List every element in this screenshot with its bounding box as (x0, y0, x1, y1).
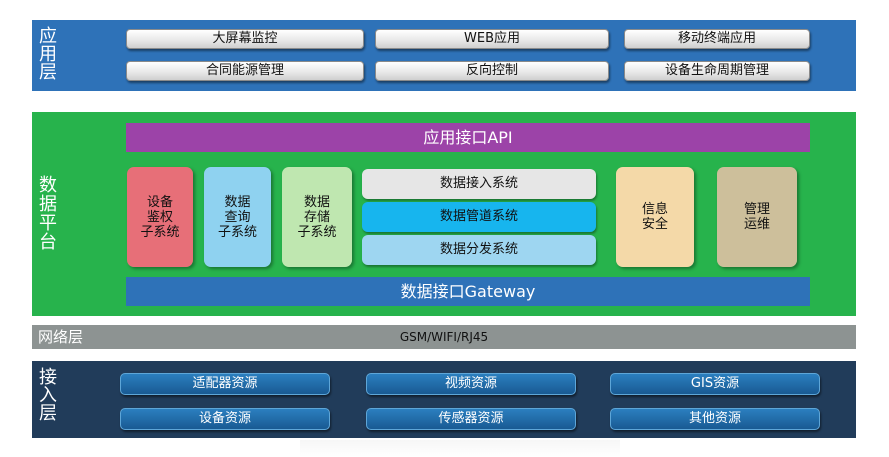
data-query-subsystem: 数据 查询 子系统 (204, 167, 271, 267)
access-item-adapter-resources: 适配器资源 (120, 373, 330, 395)
data-ingest-system: 数据接入系统 (362, 169, 596, 199)
access-item-video-resources: 视频资源 (366, 373, 576, 395)
access-item-gis-resources: GIS资源 (610, 373, 820, 395)
application-layer-label: 应 用 层 (39, 26, 57, 83)
network-protocols: GSM/WIFI/RJ45 (399, 330, 489, 344)
data-distribution-system: 数据分发系统 (362, 235, 596, 265)
app-item-device-lifecycle: 设备生命周期管理 (624, 61, 810, 81)
app-item-reverse-control: 反向控制 (375, 61, 609, 81)
access-item-device-resources: 设备资源 (120, 408, 330, 430)
application-api-bar: 应用接口API (126, 123, 810, 152)
device-auth-subsystem: 设备 鉴权 子系统 (127, 167, 193, 267)
app-item-mobile-app: 移动终端应用 (624, 29, 810, 49)
reflection-fade (300, 440, 620, 457)
data-platform-label: 数 据 平 台 (39, 175, 57, 253)
application-layer: 应 用 层 大屏幕监控 WEB应用 移动终端应用 合同能源管理 反向控制 设备生… (32, 20, 856, 91)
access-layer-label: 接 入 层 (39, 367, 57, 424)
data-platform-layer: 数 据 平 台 应用接口API 设备 鉴权 子系统 数据 查询 子系统 数据 存… (32, 112, 856, 316)
information-security-box: 信息 安全 (616, 167, 694, 267)
access-layer: 接 入 层 适配器资源 视频资源 GIS资源 设备资源 传感器资源 其他资源 (32, 361, 856, 438)
management-ops-box: 管理 运维 (717, 167, 797, 267)
access-item-sensor-resources: 传感器资源 (366, 408, 576, 430)
app-item-web-app: WEB应用 (375, 29, 609, 49)
access-item-other-resources: 其他资源 (610, 408, 820, 430)
app-item-energy-management: 合同能源管理 (126, 61, 364, 81)
data-storage-subsystem: 数据 存储 子系统 (282, 167, 352, 267)
data-pipeline-system: 数据管道系统 (362, 202, 596, 232)
data-gateway-bar: 数据接口Gateway (126, 277, 810, 306)
network-layer: GSM/WIFI/RJ45 网络层 (32, 325, 856, 349)
app-item-big-screen-monitor: 大屏幕监控 (126, 29, 364, 49)
network-layer-label: 网络层 (38, 328, 84, 346)
